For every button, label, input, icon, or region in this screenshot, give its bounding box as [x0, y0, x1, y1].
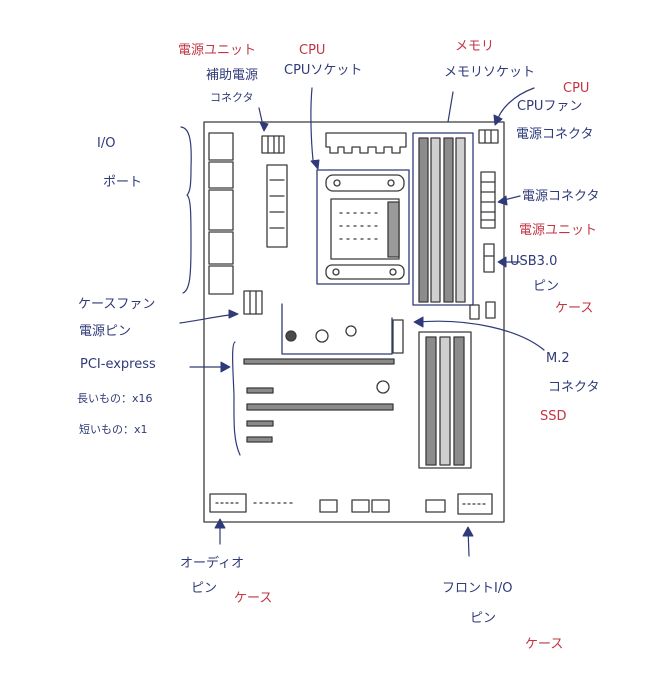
- usb30-header: [484, 244, 494, 272]
- label-cpu-fan: CPUファン: [517, 100, 582, 113]
- label-case-fan-pin: 電源ピン: [79, 325, 131, 338]
- label-psu-right: 電源ユニット: [519, 224, 597, 237]
- cmos-battery: [377, 381, 389, 393]
- atx-power-connector: [481, 172, 495, 228]
- cpu-fan-header: [479, 130, 498, 143]
- label-fan-power-connector: 電源コネクタ: [516, 128, 593, 141]
- memory-slots: [413, 133, 473, 305]
- m2-connector: [393, 320, 403, 353]
- label-m2-connector: コネクタ: [548, 381, 599, 394]
- label-power-connector: 電源コネクタ: [522, 190, 599, 203]
- label-port: ポート: [103, 176, 142, 189]
- label-usb30: USB3.0: [510, 255, 557, 268]
- label-front-case: ケース: [525, 638, 563, 651]
- label-aux-connector: コネクタ: [210, 92, 254, 103]
- label-pcie: PCI-express: [80, 358, 156, 371]
- annotation-lines: [180, 88, 544, 556]
- pcie-slots: [244, 359, 394, 442]
- label-audio: オーディオ: [180, 557, 244, 570]
- chipset-area: [282, 304, 392, 354]
- top-heatsink: [326, 133, 406, 153]
- lower-slot-bank: [419, 332, 471, 468]
- label-audio-pin: ピン: [191, 582, 217, 595]
- case-fan-header: [244, 291, 262, 314]
- small-header: [470, 305, 479, 319]
- label-m2: M.2: [546, 352, 570, 365]
- label-front-pin: ピン: [470, 612, 496, 625]
- label-memory: メモリ: [455, 40, 494, 53]
- label-long-slot: 長いもの：x16: [77, 393, 153, 404]
- label-front-io: フロントI/O: [442, 582, 512, 595]
- vrm-heatsink: [267, 165, 287, 247]
- bottom-connectors: [210, 494, 492, 514]
- label-ssd: SSD: [540, 410, 567, 423]
- aux-power-connector: [262, 136, 284, 153]
- label-psu-top: 電源ユニット: [178, 44, 256, 57]
- label-usb-case: ケース: [555, 302, 593, 315]
- label-short-slot: 短いもの：x1: [79, 424, 148, 435]
- label-case-fan: ケースファン: [78, 298, 155, 311]
- label-cpu: CPU: [299, 44, 325, 57]
- label-aux-power: 補助電源: [206, 69, 258, 82]
- io-port-blocks: [209, 133, 233, 294]
- label-cpu-2: CPU: [563, 82, 589, 95]
- cpu-socket: [317, 170, 409, 284]
- label-audio-case: ケース: [234, 592, 272, 605]
- label-io: I/O: [97, 137, 115, 150]
- label-cpu-socket: CPUソケット: [284, 64, 362, 77]
- label-memory-socket: メモリソケット: [444, 66, 535, 79]
- label-usb-pin: ピン: [533, 280, 559, 293]
- small-header: [486, 302, 495, 318]
